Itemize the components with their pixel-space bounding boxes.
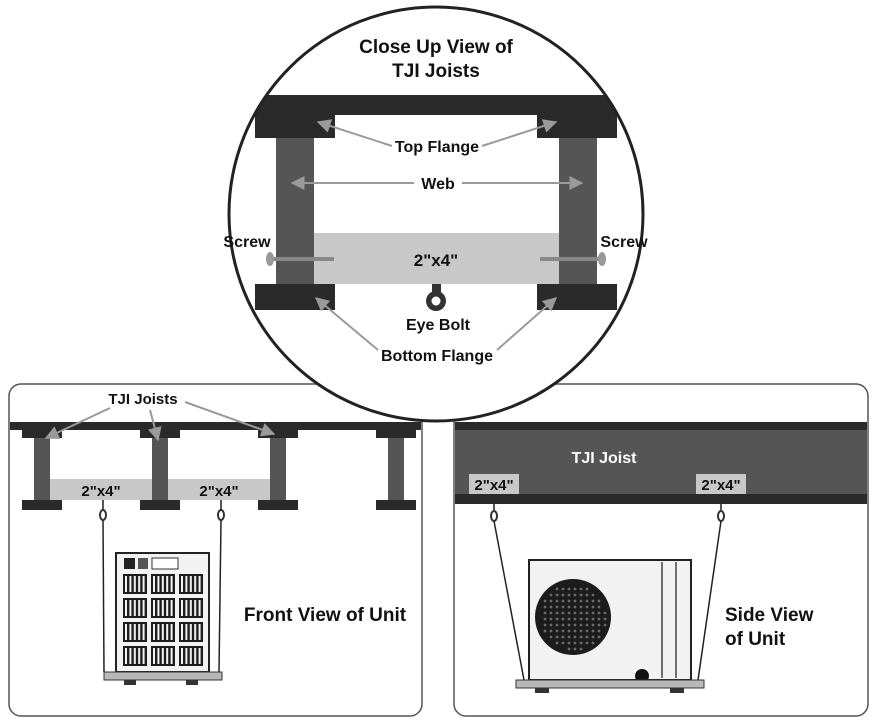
front-joists-arrow-left [44,407,111,439]
side-unit-fan-grille [535,579,611,655]
closeup-eye-bolt-label: Eye Bolt [406,317,471,334]
closeup-circle-outline [227,5,645,423]
side-unit [515,559,705,693]
closeup-title-line2: TJI Joists [392,61,480,82]
front-unit-base [103,671,223,681]
side-view-caption-line1: Side View [725,605,814,626]
front-joist-4 [376,424,416,510]
side-unit-fan-holes [543,587,607,651]
front-lumber-left [50,479,152,500]
closeup-top-flange-arrow-right [481,119,558,147]
closeup-title-line1: Close Up View of [359,37,513,58]
closeup-screw-right [540,252,606,266]
closeup-lumber [314,233,559,284]
front-joists-arrow-right [184,401,276,437]
closeup-right-bottom-flange [537,284,617,310]
side-lumber-left [469,474,519,494]
closeup-bottom-flange-arrow-right [496,297,558,351]
closeup-screw-left-label: Screw [223,234,271,251]
closeup-screw-right-label: Screw [600,234,648,251]
closeup-right-web [559,138,597,286]
closeup-top-flange-arrow-left [316,119,393,147]
side-joist-web [455,430,867,494]
closeup-bottom-flange-arrow-left [314,297,379,351]
front-view-panel: 2"x4" 2"x4" TJI Joists Front V [8,383,423,717]
side-cable-left [493,520,525,681]
front-cable-left [102,519,105,673]
closeup-view: Close Up View of TJI Joists Top Flange W… [223,5,648,423]
side-cable-right [697,520,722,681]
side-view-caption-line2: of Unit [725,629,786,650]
closeup-left-web [276,138,314,286]
front-view-frame [8,383,423,717]
closeup-eye-bolt [426,284,446,311]
side-joist-label: TJI Joist [572,450,638,467]
closeup-subfloor [229,95,643,115]
closeup-screw-left [266,252,334,266]
side-unit-base [515,679,705,689]
front-joists-arrow-middle [147,409,162,442]
closeup-bottom-flange-label: Bottom Flange [381,348,493,365]
side-lumber-right [696,474,746,494]
front-joists-label: TJI Joists [108,391,177,408]
closeup-lumber-label: 2"x4" [414,251,458,270]
front-view-caption: Front View of Unit [244,605,407,626]
closeup-left-top-flange [255,112,335,138]
closeup-left-bottom-flange [255,284,335,310]
front-lumber-right-label: 2"x4" [199,483,238,500]
front-unit-vents [123,574,203,666]
side-lumber-right-label: 2"x4" [701,477,740,494]
front-cable-right [218,519,222,673]
closeup-top-flange-label: Top Flange [395,139,479,156]
side-view-panel: TJI Joist 2"x4" 2"x4" Side View of Unit [453,383,869,717]
side-lumber-left-label: 2"x4" [474,477,513,494]
front-lumber-right [168,479,270,500]
closeup-web-label: Web [421,176,455,193]
front-lumber-left-label: 2"x4" [81,483,120,500]
front-joist-top-beam [10,422,421,430]
front-unit [103,552,223,685]
